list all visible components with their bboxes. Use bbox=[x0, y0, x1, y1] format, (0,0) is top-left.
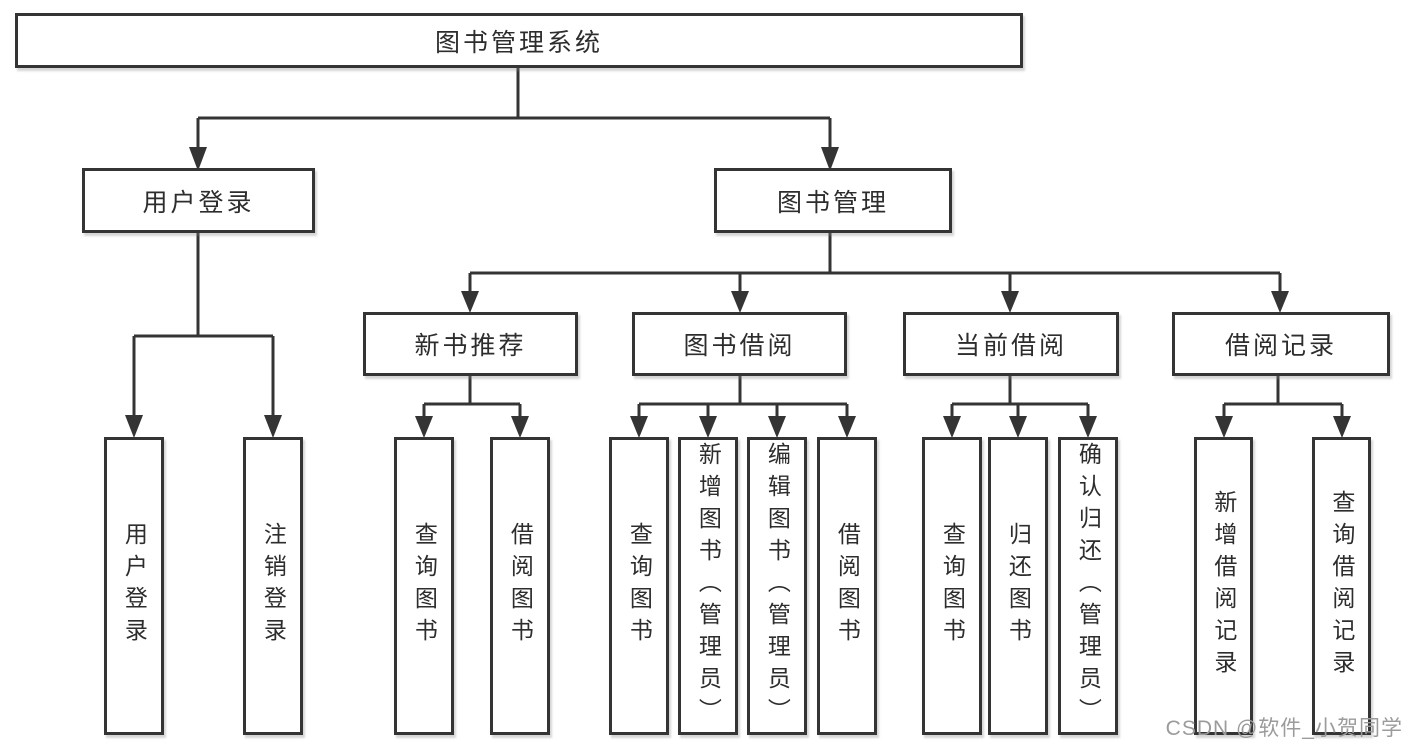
arrowhead-down-icon bbox=[630, 416, 648, 438]
leaf-label: 确认归还（管理员） bbox=[1075, 442, 1102, 730]
arrowhead-down-icon bbox=[731, 291, 749, 313]
leaf-borrowing-query-books: 查询图书 bbox=[609, 437, 669, 735]
node-user-login: 用户登录 bbox=[82, 168, 315, 233]
arrowhead-down-icon bbox=[511, 416, 529, 438]
csdn-watermark: CSDN @软件_小贺同学 bbox=[1165, 717, 1403, 740]
arrowhead-down-icon bbox=[189, 147, 207, 171]
arrowhead-down-icon bbox=[821, 147, 839, 171]
leaf-records-query-record: 查询借阅记录 bbox=[1312, 437, 1371, 735]
leaf-label: 查询借阅记录 bbox=[1328, 490, 1355, 682]
node-current-borrowing: 当前借阅 bbox=[903, 312, 1119, 376]
leaf-recommend-query-books: 查询图书 bbox=[394, 437, 454, 735]
arrowhead-down-icon bbox=[1009, 416, 1027, 438]
arrowhead-down-icon bbox=[1215, 416, 1233, 438]
arrowhead-down-icon bbox=[838, 416, 856, 438]
leaf-logout: 注销登录 bbox=[243, 437, 303, 735]
leaf-label: 用户登录 bbox=[121, 522, 148, 650]
node-label: 当前借阅 bbox=[954, 332, 1067, 360]
arrowhead-down-icon bbox=[1079, 416, 1097, 438]
leaf-label: 借阅图书 bbox=[507, 522, 534, 650]
node-book-management: 图书管理 bbox=[714, 168, 952, 233]
leaf-recommend-borrow-books: 借阅图书 bbox=[490, 437, 550, 735]
arrowhead-down-icon bbox=[943, 416, 961, 438]
leaf-label: 编辑图书（管理员） bbox=[764, 442, 791, 730]
node-label: 借阅记录 bbox=[1224, 332, 1337, 360]
arrowhead-down-icon bbox=[1001, 291, 1019, 313]
arrowhead-down-icon bbox=[461, 291, 479, 313]
arrowhead-down-icon bbox=[415, 416, 433, 438]
node-label: 图书管理系统 bbox=[434, 28, 603, 57]
node-borrowing-records: 借阅记录 bbox=[1172, 312, 1390, 376]
node-book-borrowing: 图书借阅 bbox=[632, 312, 847, 376]
node-label: 用户登录 bbox=[142, 188, 255, 217]
leaf-label: 归还图书 bbox=[1005, 522, 1032, 650]
leaf-borrowing-add-books-admin: 新增图书（管理员） bbox=[678, 437, 738, 735]
node-label: 图书借阅 bbox=[683, 332, 796, 360]
node-label: 图书管理 bbox=[776, 188, 889, 217]
leaf-current-query-books: 查询图书 bbox=[922, 437, 982, 735]
leaf-label: 查询图书 bbox=[939, 522, 966, 650]
node-label: 新书推荐 bbox=[414, 332, 527, 360]
leaf-current-confirm-return-admin: 确认归还（管理员） bbox=[1058, 437, 1118, 735]
leaf-user-login: 用户登录 bbox=[104, 437, 164, 735]
node-new-book-recommend: 新书推荐 bbox=[363, 312, 578, 376]
leaf-records-add-record: 新增借阅记录 bbox=[1194, 437, 1253, 735]
arrowhead-down-icon bbox=[768, 416, 786, 438]
leaf-label: 注销登录 bbox=[260, 522, 287, 650]
node-root-system: 图书管理系统 bbox=[15, 13, 1023, 68]
leaf-borrowing-borrow-books: 借阅图书 bbox=[817, 437, 877, 735]
arrowhead-down-icon bbox=[1271, 291, 1289, 313]
leaf-current-return-books: 归还图书 bbox=[988, 437, 1048, 735]
leaf-borrowing-edit-books-admin: 编辑图书（管理员） bbox=[747, 437, 807, 735]
arrowhead-down-icon bbox=[1333, 416, 1351, 438]
leaf-label: 查询图书 bbox=[411, 522, 438, 650]
arrowhead-down-icon bbox=[699, 416, 717, 438]
leaf-label: 新增借阅记录 bbox=[1210, 490, 1237, 682]
leaf-label: 借阅图书 bbox=[834, 522, 861, 650]
leaf-label: 新增图书（管理员） bbox=[695, 442, 722, 730]
arrowhead-down-icon bbox=[264, 415, 282, 438]
arrowhead-down-icon bbox=[125, 415, 143, 438]
leaf-label: 查询图书 bbox=[626, 522, 653, 650]
